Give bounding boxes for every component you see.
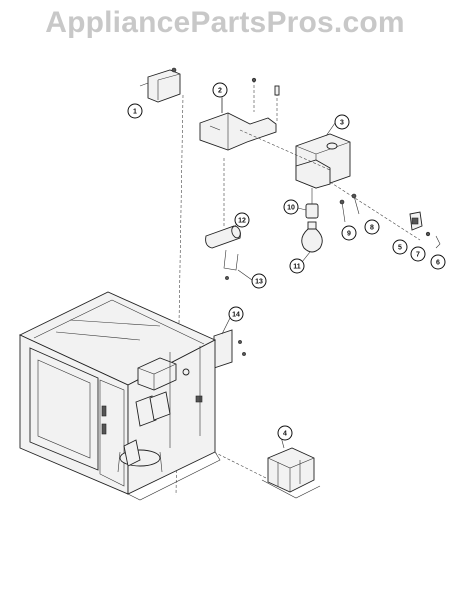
part-1-bracket xyxy=(139,67,181,103)
part-13-capacitor-bracket xyxy=(223,249,239,280)
callout-8: 8 xyxy=(364,219,380,235)
callout-4: 4 xyxy=(277,425,293,441)
svg-text:9: 9 xyxy=(347,231,351,238)
callout-12: 12 xyxy=(234,212,250,228)
guide-line-c xyxy=(239,129,331,171)
watermark: AppliancePartsPros.com xyxy=(45,6,405,39)
svg-text:4: 4 xyxy=(283,431,287,438)
callout-11: 11 xyxy=(289,258,305,274)
callout-1: 1 xyxy=(127,103,143,119)
callout-2: 2 xyxy=(212,82,228,98)
svg-text:10: 10 xyxy=(287,205,295,212)
screws-top xyxy=(251,77,280,96)
callout-7: 7 xyxy=(410,246,426,262)
svg-text:12: 12 xyxy=(238,218,246,225)
part-2-bracket-plate xyxy=(199,98,277,151)
svg-text:2: 2 xyxy=(218,88,222,95)
svg-text:3: 3 xyxy=(340,120,344,127)
callout-6: 6 xyxy=(430,254,446,270)
part-14-mounting-plate xyxy=(213,329,246,369)
svg-text:7: 7 xyxy=(416,252,420,259)
part-6-7-clips xyxy=(425,231,441,249)
part-8-9-screws xyxy=(339,193,360,223)
svg-text:11: 11 xyxy=(293,264,301,271)
microwave-cabinet xyxy=(18,291,221,501)
part-11-light-bulb xyxy=(301,221,323,253)
callout-13: 13 xyxy=(251,273,267,289)
callout-leader-lines xyxy=(221,97,336,449)
svg-text:14: 14 xyxy=(232,312,240,319)
svg-text:5: 5 xyxy=(398,245,402,252)
part-5-switch xyxy=(409,211,423,231)
svg-text:8: 8 xyxy=(370,225,374,232)
guide-line-d xyxy=(329,181,421,241)
svg-text:13: 13 xyxy=(255,279,263,286)
svg-text:6: 6 xyxy=(436,260,440,267)
callout-9: 9 xyxy=(341,225,357,241)
callout-5: 5 xyxy=(392,239,408,255)
part-4-transformer xyxy=(213,447,321,499)
svg-text:1: 1 xyxy=(133,109,137,116)
callout-3: 3 xyxy=(334,114,350,130)
callout-14: 14 xyxy=(228,306,244,322)
part-3-lamp-housing xyxy=(295,133,351,189)
callout-10: 10 xyxy=(283,199,299,215)
part-10-lamp-socket xyxy=(305,188,319,219)
part-12-capacitor xyxy=(205,158,241,249)
alignment-line xyxy=(175,94,184,496)
